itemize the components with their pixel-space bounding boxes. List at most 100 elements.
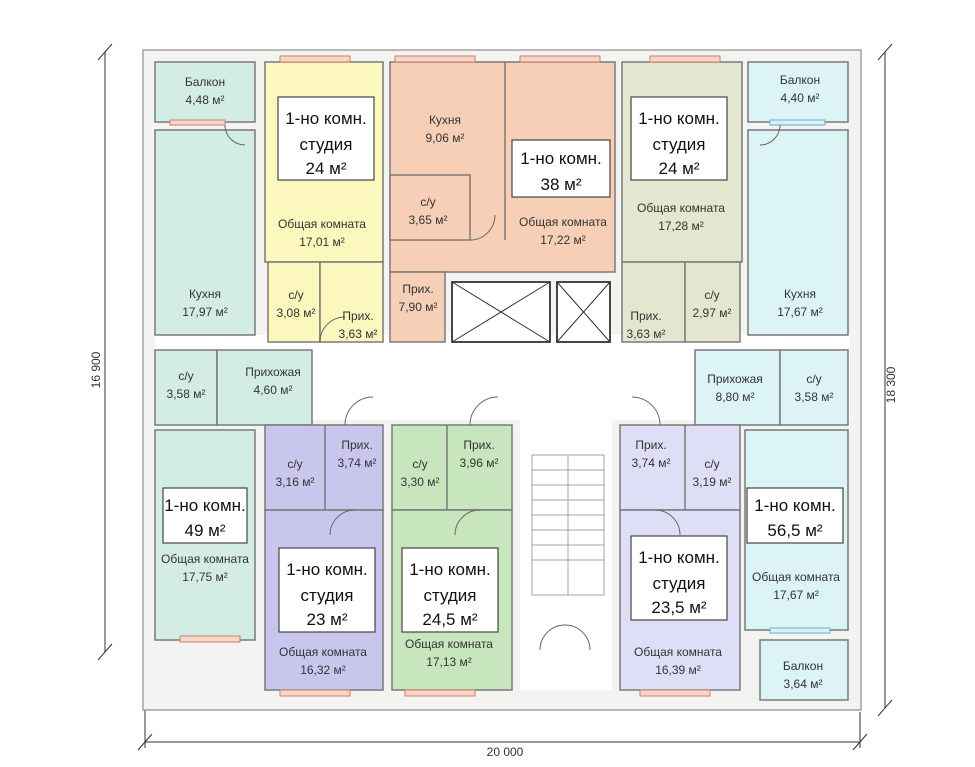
label-studio245-bath-area: 3,30 м² bbox=[401, 475, 440, 489]
box-studio-a bbox=[277, 96, 375, 181]
room-studio23-top bbox=[264, 424, 384, 511]
label-apt38-living-name: Общая комната bbox=[519, 215, 607, 229]
label-studio23-bath-name: с/у bbox=[287, 457, 302, 471]
room-apt38-bath bbox=[389, 174, 471, 241]
stairs bbox=[531, 454, 605, 596]
label-studio-a-living-area: 17,01 м² bbox=[299, 235, 345, 249]
room-kitchen-left bbox=[154, 129, 256, 336]
dimension-lines bbox=[97, 43, 893, 751]
label-kitchen-top-name: Кухня bbox=[429, 113, 461, 127]
label-bath-left-name: с/у bbox=[178, 369, 193, 383]
label-studio-b-hall-name: Прих. bbox=[630, 309, 661, 323]
room-studio245-top bbox=[391, 424, 513, 511]
room-balcony-bottom-right bbox=[759, 639, 849, 701]
label-kitchen-right-area: 17,67 м² bbox=[777, 305, 823, 319]
label-kitchen-top-area: 9,06 м² bbox=[426, 131, 465, 145]
apt56-area: 56,5 м² bbox=[767, 521, 822, 540]
label-apt38-hall-name: Прих. bbox=[402, 282, 433, 296]
windows bbox=[169, 55, 831, 697]
label-studio23-hall-name: Прих. bbox=[341, 438, 372, 452]
label-apt38-living-area: 17,22 м² bbox=[540, 233, 586, 247]
label-studio-b-bath-area: 2,97 м² bbox=[693, 306, 732, 320]
stairwell bbox=[520, 420, 612, 690]
apt49-area: 49 м² bbox=[185, 521, 226, 540]
doors bbox=[224, 124, 781, 651]
room-studio235-top bbox=[619, 424, 741, 511]
label-kitchen-left-area: 17,97 м² bbox=[182, 305, 228, 319]
label-apt38-hall-area: 7,90 м² bbox=[399, 300, 438, 314]
label-studio23-hall-area: 3,74 м² bbox=[338, 456, 377, 470]
label-bath-left-area: 3,58 м² bbox=[167, 387, 206, 401]
label-studio-a-hall-area: 3,63 м² bbox=[339, 327, 378, 341]
box-apt38 bbox=[511, 139, 611, 198]
room-hall-right bbox=[694, 349, 781, 426]
room-bath-right bbox=[779, 349, 849, 426]
label-kitchen-left-name: Кухня bbox=[189, 287, 221, 301]
label-balcony-br-area: 3,64 м² bbox=[784, 677, 823, 691]
label-bath-right-area: 3,58 м² bbox=[795, 390, 834, 404]
label-studio-b-living-name: Общая комната bbox=[637, 201, 725, 215]
studio245-type: 1-но комн. bbox=[409, 560, 491, 579]
box-studio-b bbox=[630, 96, 728, 181]
apt49-type: 1-но комн. bbox=[164, 496, 246, 515]
studio245-kind: студия bbox=[423, 586, 476, 605]
label-studio23-living-name: Общая комната bbox=[279, 645, 367, 659]
studio235-area: 23,5 м² bbox=[651, 598, 706, 617]
label-apt49-living-name: Общая комната bbox=[161, 552, 249, 566]
label-balcony-br-name: Балкон bbox=[783, 659, 823, 673]
box-studio245 bbox=[401, 547, 499, 633]
studio245-area: 24,5 м² bbox=[422, 610, 477, 629]
studio-a-kind: студия bbox=[299, 135, 352, 154]
room-balcony-top-right bbox=[747, 61, 849, 123]
label-studio235-living-name: Общая комната bbox=[634, 645, 722, 659]
label-studio245-living-name: Общая комната bbox=[405, 637, 493, 651]
label-studio235-hall-area: 3,74 м² bbox=[632, 456, 671, 470]
label-studio-a-hall-name: Прих. bbox=[342, 309, 373, 323]
label-studio-a-bath-name: с/у bbox=[288, 288, 303, 302]
dimension-height-left: 16 900 bbox=[89, 351, 103, 388]
studio23-kind: студия bbox=[300, 586, 353, 605]
studio-a-type: 1-но комн. bbox=[285, 109, 367, 128]
label-studio235-hall-name: Прих. bbox=[635, 438, 666, 452]
label-hall-left-area: 4,60 м² bbox=[254, 383, 293, 397]
label-studio235-living-area: 16,39 м² bbox=[655, 663, 701, 677]
label-balcony-tr-name: Балкон bbox=[780, 73, 820, 87]
label-studio23-living-area: 16,32 м² bbox=[300, 663, 346, 677]
label-balcony-tr-area: 4,40 м² bbox=[781, 91, 820, 105]
room-hall-left bbox=[216, 349, 313, 426]
room-kitchen-right bbox=[747, 129, 849, 336]
label-studio-a-living-name: Общая комната bbox=[278, 217, 366, 231]
room-balcony-top-left bbox=[154, 61, 256, 123]
room-studio-a-bath bbox=[267, 261, 321, 343]
label-studio245-hall-name: Прих. bbox=[463, 438, 494, 452]
label-studio245-hall-area: 3,96 м² bbox=[460, 456, 499, 470]
label-studio23-bath-area: 3,16 м² bbox=[276, 475, 315, 489]
studio23-type: 1-но комн. bbox=[286, 560, 368, 579]
studio-b-area: 24 м² bbox=[659, 159, 700, 178]
label-hall-left-name: Прихожая bbox=[245, 365, 301, 379]
apt56-type: 1-но комн. bbox=[754, 496, 836, 515]
label-hall-right-name: Прихожая bbox=[707, 372, 763, 386]
studio235-type: 1-но комн. bbox=[638, 548, 720, 567]
label-hall-right-area: 8,80 м² bbox=[716, 390, 755, 404]
label-studio-a-bath-area: 3,08 м² bbox=[277, 306, 316, 320]
box-studio235 bbox=[630, 535, 728, 621]
apt38-area: 38 м² bbox=[541, 175, 582, 194]
label-studio245-bath-name: с/у bbox=[412, 457, 427, 471]
label-apt38-bath-area: 3,65 м² bbox=[409, 213, 448, 227]
box-studio23 bbox=[278, 547, 376, 633]
box-apt56 bbox=[746, 487, 844, 544]
dimension-height-right: 18 300 bbox=[884, 366, 898, 403]
dimension-width: 20 000 bbox=[487, 745, 524, 759]
label-studio235-bath-area: 3,19 м² bbox=[693, 475, 732, 489]
studio23-area: 23 м² bbox=[307, 610, 348, 629]
room-studio-a-hall bbox=[319, 261, 384, 343]
room-studio-b-bath bbox=[684, 261, 741, 343]
label-apt38-bath-name: с/у bbox=[420, 195, 435, 209]
studio-a-area: 24 м² bbox=[306, 159, 347, 178]
label-studio-b-bath-name: с/у bbox=[704, 288, 719, 302]
apt38-type: 1-но комн. bbox=[520, 149, 602, 168]
label-balcony-tl-area: 4,48 м² bbox=[186, 93, 225, 107]
label-kitchen-right-name: Кухня bbox=[784, 287, 816, 301]
